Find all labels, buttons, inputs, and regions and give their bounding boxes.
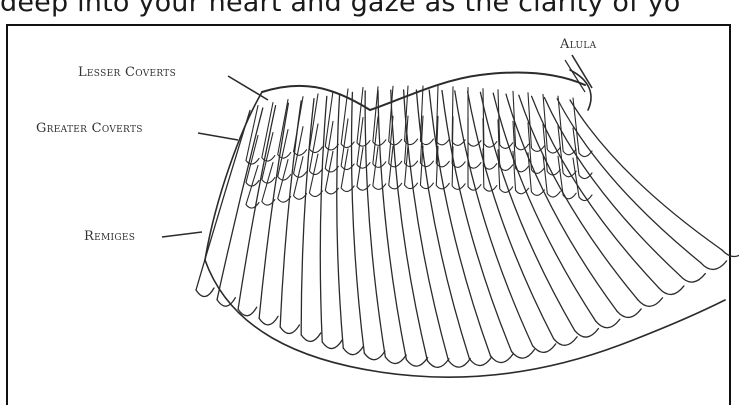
feather-edge	[544, 98, 680, 276]
feather-tip	[659, 286, 684, 295]
feather-tip	[196, 288, 214, 297]
feather-edge	[404, 90, 449, 361]
feather-edge	[429, 90, 490, 356]
covert-feather	[246, 166, 259, 209]
feather-tip	[427, 359, 449, 368]
leader-greater-coverts	[198, 133, 238, 140]
feather-edge	[259, 103, 288, 318]
leader-remiges	[162, 232, 202, 237]
label-lesser-coverts: Lesser Coverts	[78, 65, 176, 80]
feather-edge	[519, 95, 638, 300]
wing-leading-edge	[262, 72, 585, 110]
covert-feather	[357, 88, 370, 147]
covert-feather	[498, 150, 513, 193]
feather-tip	[722, 248, 739, 257]
feather-tip	[385, 355, 406, 364]
feather-tip	[470, 357, 492, 366]
feather-tip	[322, 340, 342, 349]
label-alula: Alula	[559, 37, 597, 52]
feather-tip	[554, 337, 577, 346]
feather-tip	[512, 350, 535, 359]
covert-feather	[325, 91, 338, 150]
feather-tip	[701, 261, 727, 270]
feather-tip	[617, 309, 641, 318]
feather-edge	[570, 100, 722, 250]
feather-edge	[365, 91, 385, 357]
label-remiges: Remiges	[84, 229, 135, 244]
leader-alula-2	[565, 60, 585, 92]
wing-feathers	[196, 70, 739, 377]
feather-tip	[448, 359, 470, 368]
feather-tip	[343, 346, 363, 355]
feather-edge	[557, 99, 701, 263]
wing-left-edge	[205, 92, 262, 260]
feather-edge	[468, 92, 554, 339]
feather-tip	[533, 344, 556, 353]
covert-feather	[405, 146, 418, 189]
feather-edge	[238, 106, 276, 310]
feather-tip	[638, 298, 663, 307]
leader-lesser-coverts	[228, 76, 268, 100]
label-greater-coverts: Greater Coverts	[36, 121, 143, 136]
covert-feather	[357, 148, 370, 191]
feather-tip	[301, 333, 321, 342]
feather-tip	[596, 319, 620, 328]
feather-edge	[320, 96, 327, 342]
covert-feather	[468, 88, 481, 147]
feather-tip	[364, 351, 385, 360]
covert-feather	[373, 147, 386, 190]
feather-edge	[506, 94, 617, 311]
feather-tip	[491, 354, 513, 363]
feather-tip	[280, 325, 299, 334]
feather-tip	[406, 358, 427, 367]
feather-tip	[680, 274, 705, 283]
feather-tip	[259, 316, 278, 325]
feather-tip	[575, 329, 599, 338]
feather-edge	[532, 96, 659, 288]
